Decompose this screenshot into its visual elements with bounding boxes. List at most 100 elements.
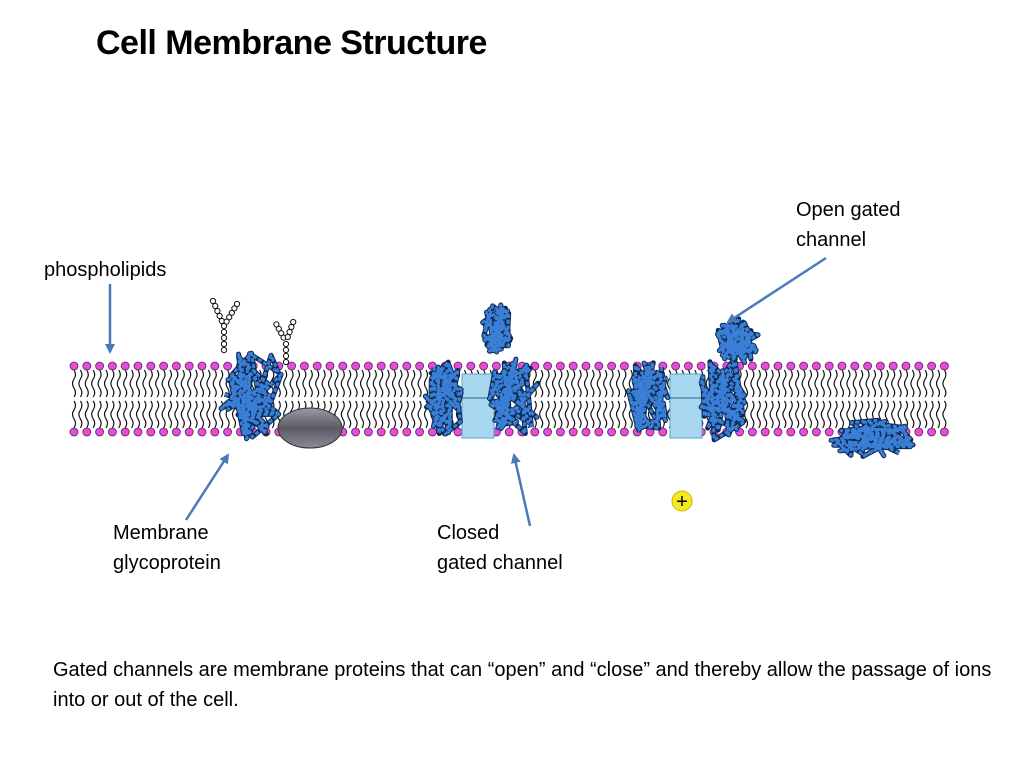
phospholipid-head [223, 361, 233, 371]
phospholipid-head [120, 361, 130, 371]
phospholipid-head [658, 427, 668, 437]
phospholipid-head [927, 361, 936, 371]
glycoprotein-arrow [184, 453, 230, 521]
label-closed-gated-channel: Closed gated channel [437, 522, 563, 574]
phospholipid-head [901, 361, 911, 371]
closed-channel-gate-loop [480, 302, 514, 355]
phospholipid-head [671, 361, 680, 371]
peripheral-protein-blob [828, 417, 916, 459]
phospholipid-head [325, 361, 335, 371]
ion-circle [671, 490, 693, 512]
phospholipid-head [184, 427, 194, 437]
phospholipid-head [389, 361, 399, 371]
phospholipid-head [466, 361, 476, 371]
closed-channel-left-subunit [422, 359, 464, 437]
label-arrows [105, 256, 827, 527]
phospholipid-head [146, 427, 156, 437]
phospholipid-head [876, 361, 885, 371]
phospholipid-head [556, 427, 565, 437]
label-open-gated-channel: Open gated channel [796, 199, 901, 251]
phospholipid-head [581, 427, 591, 437]
phospholipid-head [556, 361, 565, 371]
open-channel-gate-loop [715, 316, 761, 365]
phospholipid-head [594, 361, 604, 371]
closed-channel-right-subunit [486, 356, 541, 436]
phospholipid-head [146, 361, 156, 371]
phospholipid-head [363, 361, 373, 371]
phospholipid-head [120, 427, 130, 437]
phospholipid-head [620, 427, 629, 437]
phospholipid-head [415, 361, 425, 371]
ion: + [671, 490, 693, 513]
phospholipid-head [312, 361, 322, 371]
phospholipid-head [351, 427, 361, 437]
phospholipid-head [543, 427, 552, 437]
phospholipid-head [389, 427, 399, 437]
phospholipid-head [504, 427, 514, 437]
phospholipid-head [940, 427, 949, 437]
phospholipid-head [453, 427, 463, 437]
phospholipid-head [415, 427, 425, 437]
phospholipid-head [748, 427, 757, 437]
sugar-chain-2 [273, 318, 297, 366]
phospholipid-head [491, 361, 501, 371]
phospholipid-head [914, 427, 924, 437]
phospholipid-head [69, 361, 79, 371]
phospholipid-head [696, 361, 706, 371]
phospholipid-head [197, 361, 207, 371]
phospholipid-head [607, 427, 616, 437]
glycoprotein-blob [218, 350, 284, 442]
phospholipid-head [171, 361, 181, 371]
phospholipid-head [479, 361, 489, 371]
phospholipid-head [376, 427, 386, 437]
phospholipid-head [786, 361, 796, 371]
open-channel-pore [669, 373, 703, 439]
phospholipid-head [95, 361, 104, 371]
phospholipid-head [863, 361, 872, 371]
phospholipid-head [799, 361, 808, 371]
phospholipid-head [620, 361, 629, 371]
phospholipid-head [427, 427, 437, 437]
closed-channel-pore [461, 373, 495, 439]
phospholipid-head [568, 427, 578, 437]
phospholipid-head [824, 427, 834, 437]
phospholipid-head [773, 361, 783, 371]
label-phospholipids: phospholipids [44, 259, 167, 281]
phospholipid-head [82, 427, 92, 437]
phospholipid-head [402, 427, 412, 437]
phospholipid-head [82, 361, 92, 371]
phospholipid-head [581, 361, 591, 371]
open-channel-right-subunit [698, 357, 747, 443]
phospholipid-head [850, 361, 860, 371]
membrane-proteins [209, 297, 916, 459]
phospholipid-head [607, 361, 616, 371]
phospholipid-head [914, 361, 924, 371]
ion-plus-sign: + [676, 491, 688, 513]
phospholipid-head [402, 361, 412, 371]
phospholipid-head [568, 361, 578, 371]
phospholipid-head [133, 427, 143, 437]
phospholipid-head [171, 427, 181, 437]
phospholipid-head [799, 427, 808, 437]
phospholipid-head [108, 427, 117, 437]
phospholipid-head [210, 427, 220, 437]
phospholipid-head [543, 361, 552, 371]
phospholipid-head [748, 361, 757, 371]
phospholipid-head [210, 361, 220, 371]
closed-channel-arrow [510, 453, 532, 527]
phospholipid-head [786, 427, 796, 437]
phospholipid-head [184, 361, 194, 371]
caption: Gated channels are membrane proteins tha… [53, 659, 992, 711]
phospholipid-head [773, 427, 783, 437]
page-title: Cell Membrane Structure [96, 24, 487, 62]
phospholipid-head [338, 361, 348, 371]
phospholipid-head [837, 361, 847, 371]
phospholipid-head [351, 361, 361, 371]
open-channel-left-subunit [626, 360, 671, 433]
phospholipid-head [223, 427, 233, 437]
phospholipid-head [197, 427, 207, 437]
phospholipid-head [812, 361, 821, 371]
phospholipid-head [888, 361, 898, 371]
channel-pores [277, 373, 703, 449]
